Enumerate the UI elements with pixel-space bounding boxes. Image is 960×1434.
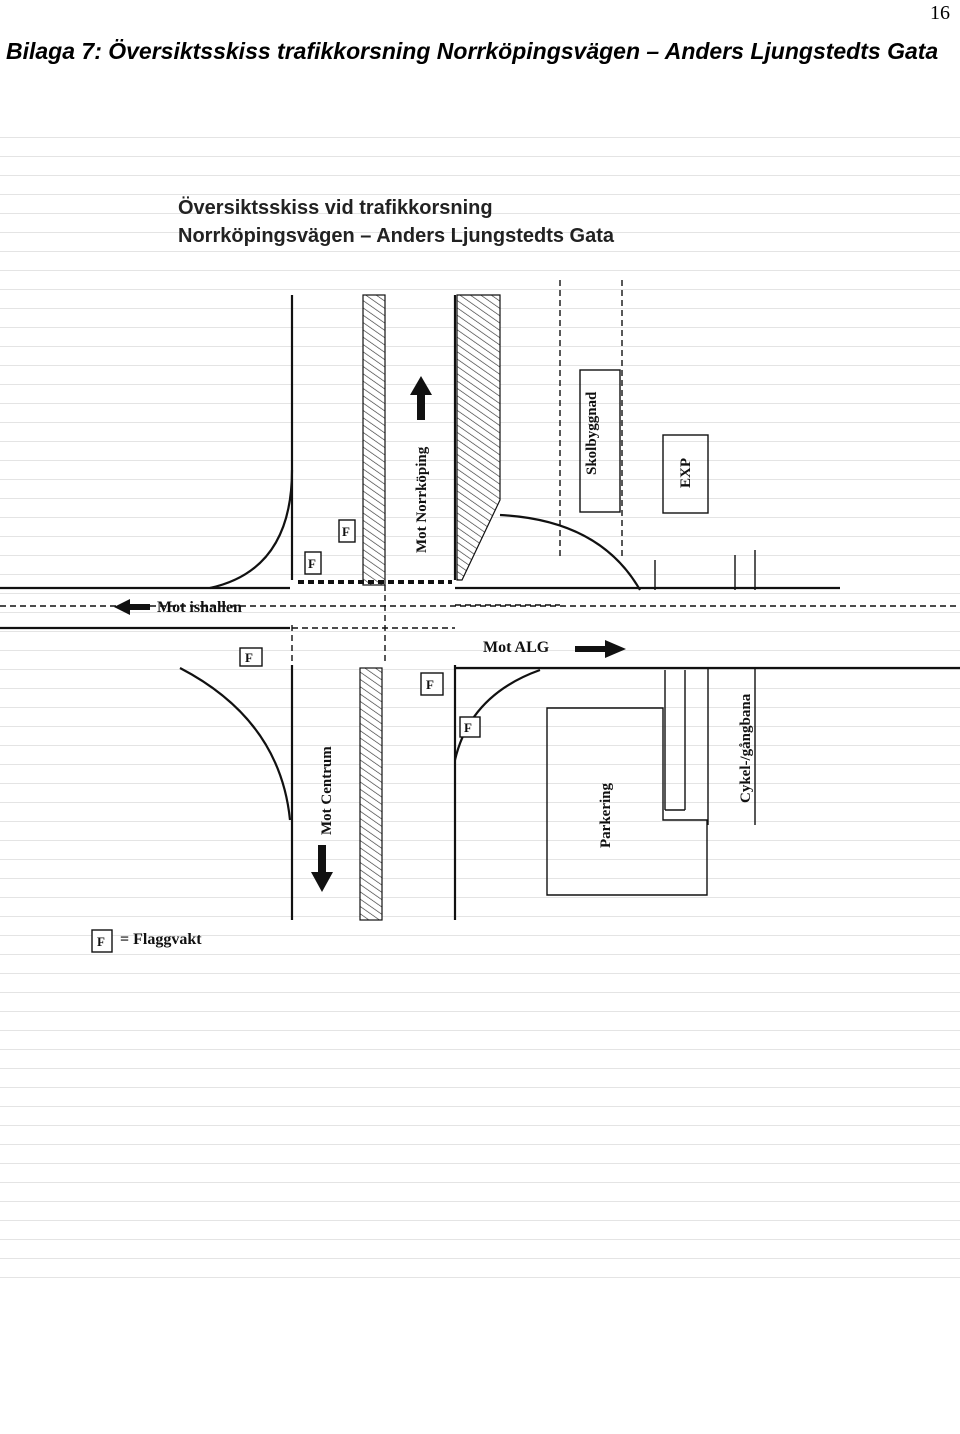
flag-marker-icon: F	[420, 672, 444, 696]
label-east: Mot ALG	[483, 639, 550, 656]
page-number: 16	[930, 2, 950, 24]
legend-text: = Flaggvakt	[120, 931, 202, 948]
sketch-title-line2: Norrköpingsvägen – Anders Ljungstedts Ga…	[178, 225, 615, 247]
legend-flag-icon	[91, 929, 113, 953]
sketch-title-line1: Översiktsskiss vid trafikkorsning	[178, 196, 493, 219]
svg-text:F: F	[464, 720, 472, 735]
median-south	[359, 667, 383, 921]
parking-area	[546, 707, 708, 896]
flag-marker-icon: F	[239, 647, 263, 667]
flag-marker-icon: F	[338, 519, 356, 543]
svg-text:F: F	[245, 650, 253, 665]
label-west: Mot ishallen	[157, 599, 242, 616]
label-north: Mot Norrköping	[414, 446, 430, 553]
arrow-south-icon	[311, 845, 333, 892]
corner-nw	[209, 469, 294, 590]
corner-sw	[179, 667, 292, 821]
svg-text:F: F	[426, 677, 434, 692]
arrow-east-icon	[575, 640, 626, 658]
label-parking: Parkering	[598, 783, 614, 848]
arrow-west-icon	[114, 599, 150, 615]
legend-symbol: F	[97, 934, 105, 949]
svg-text:F: F	[342, 524, 350, 539]
legend: F = Flaggvakt	[91, 929, 202, 953]
label-south: Mot Centrum	[319, 746, 335, 835]
flag-marker-icon: F	[459, 716, 481, 738]
arrow-north-icon	[410, 376, 432, 420]
label-school: Skolbyggnad	[584, 391, 600, 475]
school-building	[579, 369, 621, 513]
intersection-sketch: Översiktsskiss vid trafikkorsning Norrkö…	[0, 196, 960, 953]
median-north	[362, 294, 386, 586]
sketch-scan: Översiktsskiss vid trafikkorsning Norrkö…	[0, 120, 960, 1290]
svg-text:F: F	[308, 556, 316, 571]
flag-marker-icon: F	[304, 551, 322, 575]
label-cycle-path: Cykel-/gångbana	[738, 693, 754, 803]
page-heading: Bilaga 7: Översiktsskiss trafikkorsning …	[6, 38, 939, 64]
corner-ne	[499, 513, 641, 591]
label-exp: EXP	[678, 458, 694, 488]
exp-building	[662, 434, 709, 514]
corner-se	[453, 668, 541, 761]
traffic-island-ne	[456, 294, 501, 581]
